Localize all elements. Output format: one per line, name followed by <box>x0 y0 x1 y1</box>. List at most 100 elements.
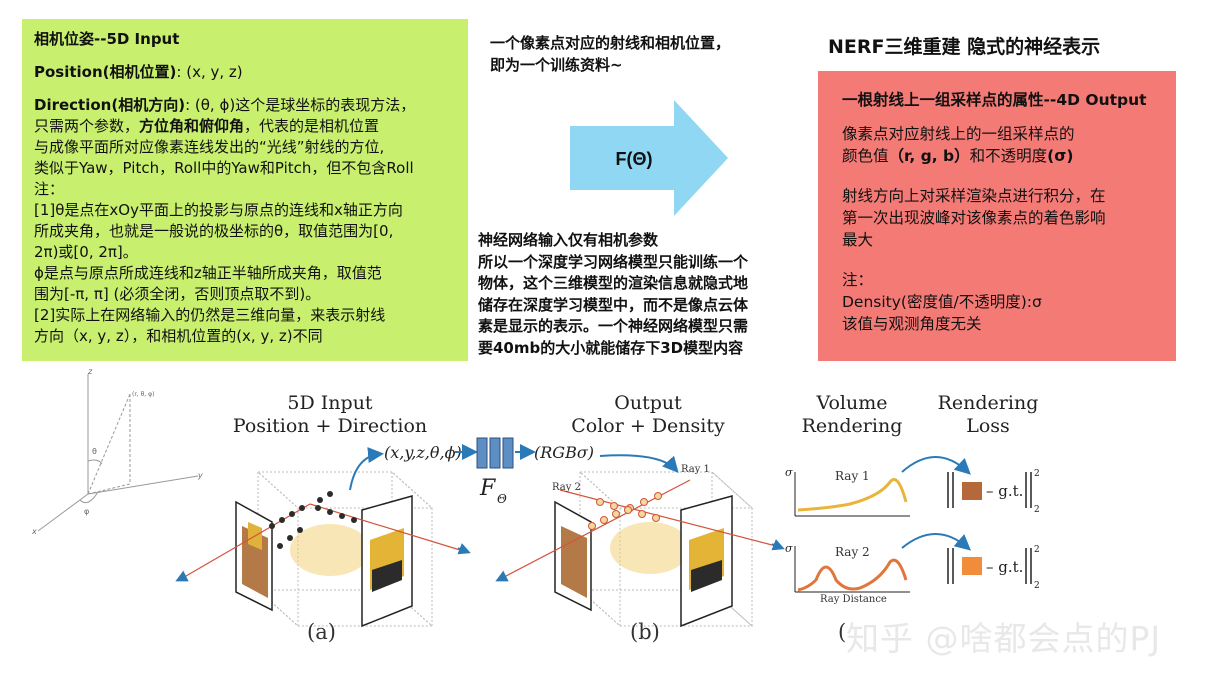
output-note-line2: 该值与观测角度无关 <box>842 315 982 333</box>
image-tracks-right-b <box>691 560 722 592</box>
subfig-c-label: ( <box>838 620 847 644</box>
sigma-label-1: σ <box>785 466 793 479</box>
output-pointer-arrow <box>599 454 679 473</box>
phi-label: φ <box>84 507 89 516</box>
camera-pose-textbox: 相机位姿--5D Input Position(相机位置): (x, y, z)… <box>22 19 468 361</box>
direction-line: Direction(相机方向): (θ, ϕ)这个是球坐标的表现方法， <box>34 96 416 114</box>
sample-points-b <box>588 492 662 530</box>
note-line-7: 方向（x, y, z），和相机位置的(x, y, z)不同 <box>34 327 323 345</box>
ray2-plot-label: Ray 2 <box>835 545 870 559</box>
training-sample-line-1: 一个像素点对应的射线和相机位置， <box>490 34 731 52</box>
note-line-6: [2]实际上在网络输入的仍然是三维向量，来表示射线 <box>34 306 386 324</box>
note-label: 注： <box>34 180 65 198</box>
loss-term-1: – g.t. 2 2 <box>947 469 1040 515</box>
subfig-b-label: (b) <box>630 620 660 644</box>
output-textbox: 一根射线上一组采样点的属性--4D Output 像素点对应射线上的一组采样点的… <box>818 71 1176 361</box>
image-tracks-right-a <box>372 560 402 592</box>
f-theta-subscript: Θ <box>497 492 507 506</box>
output-p2-line1: 射线方向上对采样渲染点进行积分，在 <box>842 187 1106 205</box>
loss-sub-1: 2 <box>1034 505 1040 515</box>
ray1-plot-label: Ray 1 <box>835 469 870 483</box>
network-line-5: 素是显示的表示。一个神经网络模型只需 <box>478 317 749 335</box>
density-curve-2 <box>797 558 908 592</box>
volume-plot-2: σ Ray 2 Ray Distance <box>785 542 910 605</box>
camera-pose-title: 相机位姿--5D Input <box>34 30 180 48</box>
f-theta-arrow: F(Θ) <box>570 100 728 216</box>
subfig-a-label: (a) <box>307 620 336 644</box>
network-block <box>476 437 514 469</box>
nerf-pipeline-figure: (x,y,z,θ,ϕ) F Θ (RGBσ) Ray <box>175 437 1040 628</box>
ray2-label-b: Ray 2 <box>552 482 581 493</box>
axis-x-label: x <box>31 527 37 536</box>
ray1-label-b: Ray 1 <box>681 464 710 475</box>
note-line-1: [1]θ是点在xOy平面上的投影与原点的连线和x轴正方向 <box>34 201 403 219</box>
ray-b-tip-left <box>495 570 509 582</box>
training-sample-text: 一个像素点对应的射线和相机位置， 即为一个训练资料~ <box>490 32 790 76</box>
sigma-label-2: σ <box>785 542 793 555</box>
gt-label-2: – g.t. <box>986 558 1023 576</box>
arrow-shape <box>570 100 728 216</box>
output-p1-line1: 像素点对应射线上的一组采样点的 <box>842 125 1075 143</box>
network-line-2: 所以一个深度学习网络模型只能训练一个 <box>478 252 749 271</box>
training-sample-line-2: 即为一个训练资料~ <box>490 56 623 74</box>
note-line-4: ϕ是点与原点所成连线和z轴正半轴所成夹角，取值范 <box>34 264 382 282</box>
point-label: (r, θ, φ) <box>132 391 154 398</box>
output-tuple: (RGBσ) <box>534 443 594 462</box>
loss-color-swatch-2 <box>962 557 982 575</box>
input-pointer-arrow <box>349 447 384 491</box>
position-line: Position(相机位置): (x, y, z) <box>34 63 243 81</box>
note-line-5: 围为[-π, π] (必须全闭，否则顶点取不到)。 <box>34 285 321 303</box>
ray-distance-label: Ray Distance <box>820 594 887 605</box>
output-heading: 一根射线上一组采样点的属性--4D Output <box>842 91 1147 109</box>
ray-b-tip-right <box>771 539 785 551</box>
output-p2-line3: 最大 <box>842 231 874 249</box>
network-line-4: 储存在深度学习模型中，而不是像点云体 <box>478 295 749 314</box>
nerf-title: NERF三维重建 隐式的神经表示 <box>828 36 1101 58</box>
output-p1-line2: 颜色值（r, g, b）和不透明度(σ) <box>842 147 1074 165</box>
direction-line-2: 只需两个参数，方位角和俯仰角，代表的是相机位置 <box>34 117 380 135</box>
volume-plot-1: σ Ray 1 <box>785 466 910 517</box>
output-p2-line2: 第一次出现波峰对该像素点的着色影响 <box>842 209 1106 227</box>
loss-sub-2: 2 <box>1034 581 1040 591</box>
scene-b: Ray 1 Ray 2 <box>495 454 785 628</box>
ray-b-2 <box>559 489 777 547</box>
ray-a-2 <box>309 503 461 551</box>
output-note-line1: Density(密度值/不透明度):σ <box>842 293 1042 311</box>
network-line-3: 物体，这个三维模型的渲染信息就隐式地 <box>478 274 749 292</box>
network-description: 神经网络输入仅有相机参数 所以一个深度学习网络模型只能训练一个 物体，这个三维模… <box>478 230 808 359</box>
loss-sup-1: 2 <box>1034 469 1040 479</box>
zhihu-watermark: 知乎 @啥都会点的PJ <box>846 619 1162 658</box>
loss-arrow-1 <box>901 456 971 475</box>
spherical-coordinate-diagram: z y x (r, θ, φ) θ φ <box>31 367 203 536</box>
network-line-6: 要40mb的大小就能储存下3D模型内容 <box>478 338 744 357</box>
direction-line-4: 类似于Yaw，Pitch，Roll中的Yaw和Pitch，但不包含Roll <box>34 159 414 177</box>
loss-color-swatch-1 <box>962 482 982 500</box>
loss-term-2: – g.t. 2 2 <box>947 545 1040 591</box>
input-tuple: (x,y,z,θ,ϕ) <box>384 443 462 462</box>
theta-label: θ <box>92 447 97 456</box>
loss-arrow-2 <box>901 533 972 551</box>
bulldozer-render-a <box>290 524 370 576</box>
ray-a-tip-right <box>457 543 471 555</box>
density-curve-1 <box>797 478 908 512</box>
direction-line-3: 与成像平面所对应像素连线发出的“光线”射线的方位, <box>34 138 385 156</box>
loss-sup-2: 2 <box>1034 545 1040 555</box>
bulldozer-render-b <box>610 522 690 574</box>
scene-a <box>175 447 471 628</box>
ray-a-tip-left <box>175 570 189 582</box>
output-note-label: 注： <box>842 271 874 289</box>
network-line-1: 神经网络输入仅有相机参数 <box>478 231 659 249</box>
note-line-3: 2π)或[0, 2π]。 <box>34 243 138 261</box>
gt-label-1: – g.t. <box>986 482 1023 500</box>
axis-y-label: y <box>197 471 203 480</box>
arrow-label: F(Θ) <box>616 149 653 169</box>
sample-points-a <box>269 491 357 549</box>
ray-a-1 <box>185 503 311 577</box>
note-line-2: 所成夹角，也就是一般说的极坐标的θ，取值范围为[0, <box>34 222 394 240</box>
axis-z-label: z <box>87 367 93 376</box>
f-theta-label: F <box>479 476 496 501</box>
